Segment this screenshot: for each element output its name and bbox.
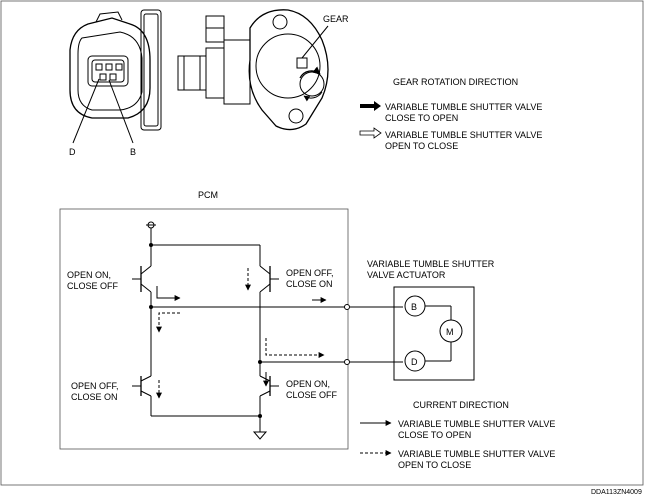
actuator-drawing	[177, 9, 329, 131]
gear-legend-title: GEAR ROTATION DIRECTION	[393, 77, 518, 87]
hollow-arrow-icon	[359, 127, 382, 139]
gear-legend-item1-line1: VARIABLE TUMBLE SHUTTER VALVE	[385, 102, 542, 112]
gear-legend-item1-line2: CLOSE TO OPEN	[385, 113, 458, 123]
pin-d-leader	[72, 78, 100, 144]
terminal-b-label: B	[411, 302, 417, 312]
pin-b-label: B	[130, 147, 136, 157]
current-legend-item1-line2: CLOSE TO OPEN	[398, 430, 471, 440]
current-legend: CURRENT DIRECTION VARIABLE TUMBLE SHUTTE…	[360, 400, 555, 470]
connector-drawing	[69, 9, 162, 144]
pin-b-leader	[108, 79, 134, 144]
current-legend-item1-line1: VARIABLE TUMBLE SHUTTER VALVE	[398, 419, 555, 429]
br-state-line2: CLOSE OFF	[286, 390, 338, 400]
actuator-label-line2: VALVE ACTUATOR	[367, 270, 446, 280]
tl-state-line2: CLOSE OFF	[67, 281, 119, 291]
gear-legend: GEAR ROTATION DIRECTION VARIABLE TUMBLE …	[359, 77, 542, 151]
br-state-line1: OPEN ON,	[286, 379, 330, 389]
tr-state-line1: OPEN OFF,	[286, 268, 334, 278]
bl-state-line1: OPEN OFF,	[71, 381, 119, 391]
bl-state-line2: CLOSE ON	[71, 392, 118, 402]
figure-frame	[0, 0, 644, 486]
pin-d-label: D	[69, 147, 76, 157]
motor-label: M	[446, 327, 454, 337]
gear-leader	[301, 25, 329, 59]
pcm-label: PCM	[198, 190, 218, 200]
current-legend-item2-line2: OPEN TO CLOSE	[398, 460, 471, 470]
ground-icon	[252, 431, 268, 440]
tl-state-line1: OPEN ON,	[67, 270, 111, 280]
current-legend-item2-line1: VARIABLE TUMBLE SHUTTER VALVE	[398, 449, 555, 459]
h-bridge-wiring	[132, 221, 403, 440]
terminal-d-label: D	[411, 357, 418, 367]
current-legend-title: CURRENT DIRECTION	[413, 400, 509, 410]
actuator-label-line1: VARIABLE TUMBLE SHUTTER	[367, 259, 495, 269]
actuator-schematic	[393, 286, 475, 381]
figure-code: DDA113ZN4009	[591, 489, 642, 496]
solid-arrow-icon	[360, 101, 381, 111]
gear-legend-item2-line2: OPEN TO CLOSE	[385, 141, 458, 151]
pcm-box	[59, 208, 349, 450]
gear-legend-item2-line1: VARIABLE TUMBLE SHUTTER VALVE	[385, 130, 542, 140]
tr-state-line2: CLOSE ON	[286, 279, 333, 289]
gear-label: GEAR	[323, 14, 349, 24]
